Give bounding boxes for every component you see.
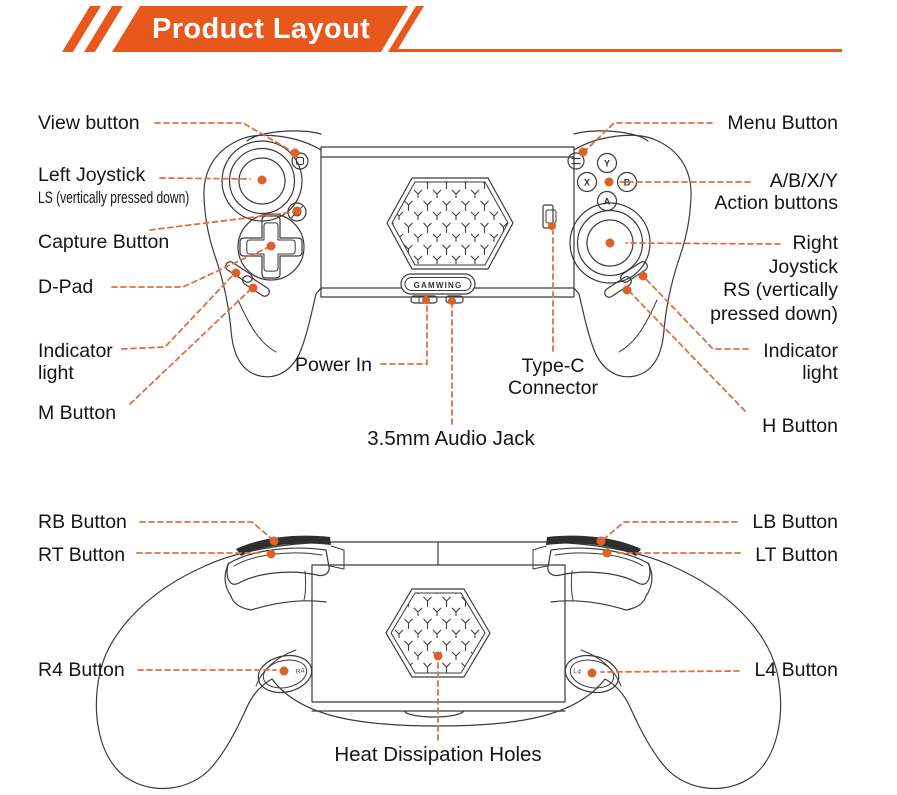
label-indicator-right-line1: Indicator xyxy=(763,340,838,362)
menu-button xyxy=(567,152,585,170)
back-vent-hexagon xyxy=(385,588,491,678)
label-right-joystick-line2: Joystick xyxy=(768,255,838,278)
label-abxy-line1: A/B/X/Y xyxy=(769,170,838,192)
y-button-glyph: Y xyxy=(604,159,610,169)
label-right-joystick-line4: pressed down) xyxy=(710,302,838,325)
label-indicator-light-right: Indicator light xyxy=(763,340,838,384)
r4-marking: R4 xyxy=(295,667,305,676)
abxy-buttons: Y X B A xyxy=(576,152,638,212)
label-type-c: Type-C Connector xyxy=(453,355,653,399)
label-heat-dissipation: Heat Dissipation Holes xyxy=(334,743,542,766)
lb-button-strip xyxy=(546,535,641,556)
label-view-button: View button xyxy=(38,112,140,134)
leader-lines xyxy=(111,122,781,741)
h-button-strip xyxy=(604,276,632,298)
label-indicator-left-line1: Indicator xyxy=(38,340,113,362)
label-rt-button: RT Button xyxy=(38,544,126,566)
front-right-module xyxy=(573,130,692,378)
label-right-joystick-line1: Right xyxy=(792,232,838,254)
label-dpad: D-Pad xyxy=(38,276,94,298)
label-left-joystick-sub: LS (vertically pressed down) xyxy=(38,189,190,207)
a-button-glyph: A xyxy=(604,197,611,207)
back-bottom-tab xyxy=(403,710,465,718)
label-abxy: A/B/X/Y Action buttons xyxy=(714,170,838,214)
header-underline xyxy=(396,49,842,52)
front-vent-hexagon xyxy=(386,177,514,270)
back-panel xyxy=(311,541,566,718)
label-lt-button: LT Button xyxy=(755,544,838,566)
label-left-joystick-title: Left Joystick xyxy=(38,164,146,186)
right-shoulder-edge xyxy=(573,130,649,142)
label-r4-button: R4 Button xyxy=(38,659,125,681)
label-right-joystick: Right Joystick RS (vertically pressed do… xyxy=(710,232,838,326)
lt-trigger xyxy=(547,547,651,585)
label-indicator-right-line2: light xyxy=(802,362,838,384)
label-indicator-light-left: Indicator light xyxy=(38,340,113,384)
brand-badge: GAMWING xyxy=(400,273,476,295)
right-indicator-light xyxy=(620,261,648,283)
rb-button-strip xyxy=(236,535,331,556)
view-icon xyxy=(296,157,304,165)
label-audio-jack: 3.5mm Audio Jack xyxy=(367,427,535,450)
front-view-drawing: GAMWING xyxy=(203,130,692,378)
label-lb-button: LB Button xyxy=(752,511,838,533)
rt-trigger xyxy=(226,547,330,585)
l4-marking: L4 xyxy=(572,668,581,676)
brand-text: GAMWING xyxy=(414,281,463,290)
label-left-joystick: Left Joystick LS (vertically pressed dow… xyxy=(38,164,245,209)
label-right-joystick-line3: RS (vertically xyxy=(723,279,838,301)
label-type-c-line1: Type-C xyxy=(521,355,585,377)
label-m-button: M Button xyxy=(38,402,117,424)
label-l4-button: L4 Button xyxy=(754,659,838,681)
label-h-button: H Button xyxy=(762,415,838,437)
label-type-c-line2: Connector xyxy=(508,376,598,399)
page-title: Product Layout xyxy=(152,12,371,45)
label-indicator-left-line2: light xyxy=(38,362,74,384)
label-power-in: Power In xyxy=(295,354,372,376)
label-rb-button: RB Button xyxy=(38,511,127,533)
label-capture-button: Capture Button xyxy=(38,231,170,253)
b-button-glyph: B xyxy=(624,178,631,188)
menu-icon xyxy=(571,157,581,165)
label-menu-button: Menu Button xyxy=(727,112,838,134)
x-button-glyph: X xyxy=(584,178,590,188)
label-abxy-line2: Action buttons xyxy=(714,192,838,214)
leader-dots xyxy=(231,147,648,678)
lb-lt-trigger-assembly xyxy=(532,535,653,611)
header-banner: Product Layout xyxy=(112,6,408,52)
view-button xyxy=(291,152,309,170)
left-shoulder-edge xyxy=(246,130,322,142)
